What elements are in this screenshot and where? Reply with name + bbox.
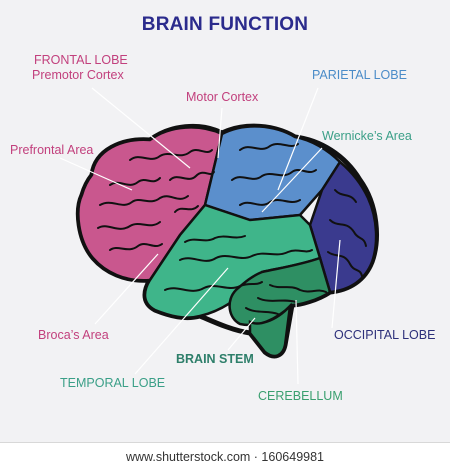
label-motor-cortex: Motor Cortex [186, 90, 259, 104]
label-occipital-lobe: OCCIPITAL LOBE [334, 328, 436, 342]
label-brocas-area: Broca’s Area [38, 328, 109, 342]
label-cerebellum: CEREBELLUM [258, 389, 343, 403]
frontal-lobe-region [77, 126, 224, 282]
label-parietal-lobe: PARIETAL LOBE [312, 68, 407, 82]
label-wernickes-area: Wernicke’s Area [322, 129, 412, 143]
watermark-footer: www.shutterstock.com · 160649981 [0, 442, 450, 470]
brain-gyri [97, 143, 367, 315]
brain-stem-region [248, 302, 292, 358]
label-frontal-lobe: FRONTAL LOBE [34, 53, 128, 67]
label-temporal-lobe: TEMPORAL LOBE [60, 376, 166, 390]
label-prefrontal-area: Prefrontal Area [10, 143, 94, 157]
label-premotor-cortex: Premotor Cortex [32, 68, 124, 82]
occipital-lobe-region [308, 160, 378, 294]
label-brain-stem: BRAIN STEM [176, 352, 254, 366]
diagram-title: BRAIN FUNCTION [141, 14, 309, 35]
watermark-text: www.shutterstock.com · 160649981 [125, 450, 325, 464]
leader-lines [59, 87, 341, 385]
